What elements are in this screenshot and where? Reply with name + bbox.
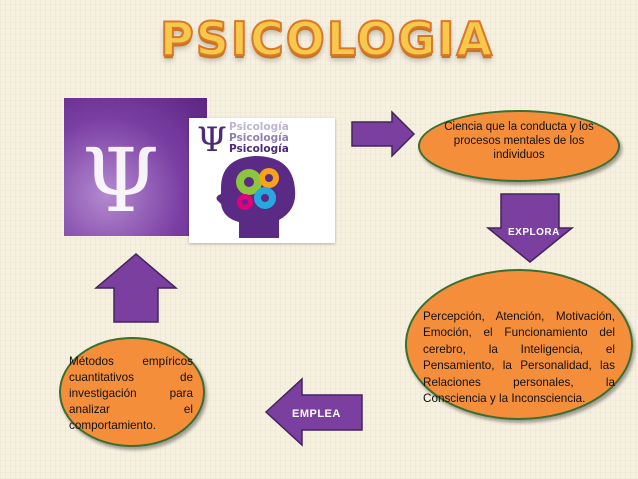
left-arrow xyxy=(264,377,363,447)
explores-text: Percepción, Atención, Motivación, Emoció… xyxy=(423,310,615,406)
down-arrow xyxy=(485,193,575,263)
explora-label: EXPLORA xyxy=(508,227,560,238)
head-gears-icon xyxy=(216,156,296,238)
explores-node: Percepción, Atención, Motivación, Emoció… xyxy=(405,269,633,420)
definition-text: Ciencia que la conducta y los procesos m… xyxy=(444,121,594,161)
psi-icon: Ψ xyxy=(82,129,160,232)
methods-text: Métodos empíricos cuantitativos de inves… xyxy=(69,355,193,432)
definition-node: Ciencia que la conducta y los procesos m… xyxy=(418,110,620,182)
logo-word: Psicología xyxy=(229,121,289,133)
logo-word: Psicología xyxy=(229,132,289,144)
methods-node: Métodos empíricos cuantitativos de inves… xyxy=(59,337,205,447)
head-logo-image: Ψ Psicología Psicología Psicología xyxy=(189,118,335,243)
right-arrow xyxy=(351,110,416,158)
up-arrow xyxy=(93,253,179,323)
psi-logo-icon: Ψ xyxy=(197,120,227,160)
purple-psi-image: Ψ xyxy=(64,98,207,236)
page-title: PSICOLOGIA xyxy=(159,11,495,67)
emplea-label: EMPLEA xyxy=(292,408,341,420)
logo-word: Psicología xyxy=(229,143,289,155)
